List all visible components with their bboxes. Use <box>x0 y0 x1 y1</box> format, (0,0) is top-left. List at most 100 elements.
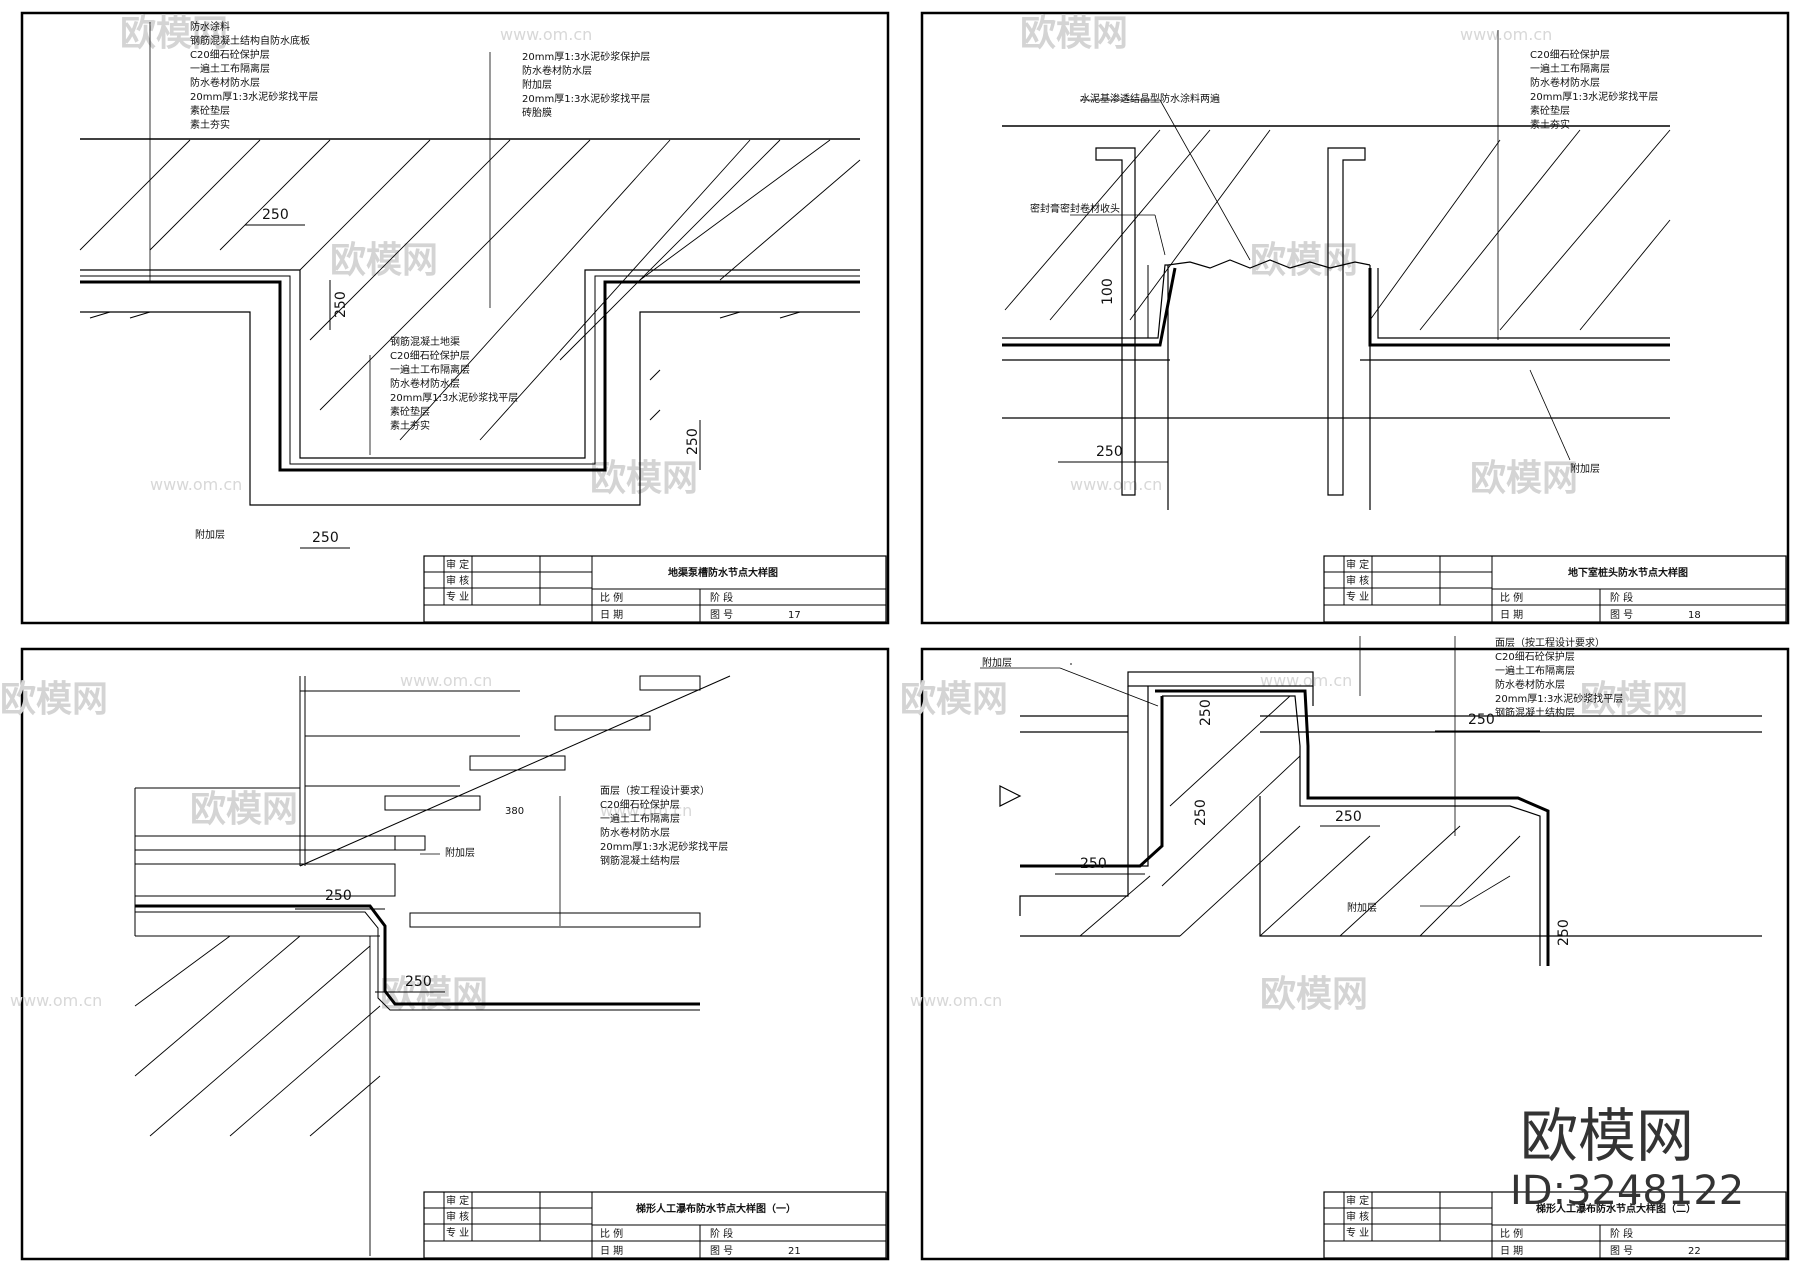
layer-label: 20mm厚1:3水泥砂浆保护层 <box>522 50 650 63</box>
tb-row: 审 核 <box>446 574 469 587</box>
tb-row: 审 核 <box>1346 574 1369 587</box>
layer-label: 附加层 <box>1570 462 1600 475</box>
tb-stage: 阶 段 <box>1610 1227 1633 1240</box>
dimension-label: 100 <box>1100 278 1116 305</box>
title-block: 审 定 审 核 专 业 梯形人工瀑布防水节点大样图（二） 比 例 阶 段 日 期… <box>1323 1191 1787 1259</box>
sheet-border <box>920 647 1790 1261</box>
tb-scale: 比 例 <box>1500 591 1523 604</box>
dimension-label: 250 <box>1468 712 1495 728</box>
layer-label: 防水卷材防水层 <box>1495 678 1565 691</box>
watermark-logo: 欧模网 <box>1250 240 1358 281</box>
dimension-label: 380 <box>505 806 524 817</box>
concrete-hatch <box>79 139 861 441</box>
tb-row: 审 定 <box>446 1194 469 1207</box>
watermark-logo: 欧模网 <box>1580 679 1688 720</box>
tb-scale: 比 例 <box>600 591 623 604</box>
drawing-sheet-21: 欧模网 www.om.cn 欧模网 欧模网 www.om.cn www.om.c… <box>0 647 890 1261</box>
layer-labels-left: 防水涂料 钢筋混凝土结构自防水底板 C20细石砼保护层 一遍土工布隔离层 防水卷… <box>190 20 318 131</box>
watermark-logo: 欧模网 <box>120 13 228 54</box>
layer-label: 防水卷材防水层 <box>522 64 592 77</box>
layer-label: 一遍土工布隔离层 <box>600 812 680 825</box>
dimension-label: 250 <box>405 974 432 990</box>
drawing-title: 地渠泵槽防水节点大样图 <box>668 566 778 579</box>
layer-label: C20细石砼保护层 <box>1530 48 1610 61</box>
watermark-id: ID:3248122 <box>1510 1168 1744 1214</box>
watermark-url: www.om.cn <box>600 801 692 820</box>
layer-labels-mid: 钢筋混凝土地渠 C20细石砼保护层 一遍土工布隔离层 防水卷材防水层 20mm厚… <box>390 335 518 432</box>
tb-row: 专 业 <box>1346 1226 1369 1239</box>
layer-label: 面层（按工程设计要求） <box>600 784 710 797</box>
tb-no-label: 图 号 <box>710 609 733 621</box>
layer-label: 防水卷材防水层 <box>1530 76 1600 89</box>
watermark-url: www.om.cn <box>400 671 492 690</box>
layer-label: 一遍土工布隔离层 <box>1495 664 1575 677</box>
layer-label: 附加层 <box>195 528 225 541</box>
layer-label: 20mm厚1:3水泥砂浆找平层 <box>190 90 318 103</box>
dimension-label: 250 <box>1080 856 1107 872</box>
sheet-border <box>920 11 1790 625</box>
dimension-label: 250 <box>262 207 289 223</box>
dimension-label: 250 <box>1096 444 1123 460</box>
layer-label: 钢筋混凝土结构层 <box>1495 706 1575 719</box>
tb-row: 审 核 <box>446 1210 469 1223</box>
layer-label: 防水涂料 <box>190 20 230 33</box>
tb-row: 审 定 <box>1346 558 1369 571</box>
drawing-title: 地下室桩头防水节点大样图 <box>1568 566 1688 579</box>
tb-date: 日 期 <box>1500 609 1523 621</box>
dimension-label: 250 <box>325 888 352 904</box>
title-block: 审 定 审 核 专 业 梯形人工瀑布防水节点大样图（一） 比 例 阶 段 日 期… <box>423 1191 887 1259</box>
tb-no-label: 图 号 <box>1610 1245 1633 1257</box>
tb-no-label: 图 号 <box>710 1245 733 1257</box>
layer-label: C20细石砼保护层 <box>600 798 680 811</box>
watermark-url: www.om.cn <box>1070 475 1162 494</box>
dimension-label: 250 <box>1193 799 1209 826</box>
layer-label: 20mm厚1:3水泥砂浆找平层 <box>600 840 728 853</box>
watermark-logo: 欧模网 <box>1470 458 1578 499</box>
layer-label: 20mm厚1:3水泥砂浆找平层 <box>1495 692 1623 705</box>
drawing-sheet-22: 欧模网 www.om.cn 欧模网 欧模网 www.om.cn 面层（按工程设计… <box>900 636 1790 1261</box>
tb-row: 审 核 <box>1346 1210 1369 1223</box>
watermark-logo: 欧模网 <box>190 789 298 830</box>
layer-label: 素土夯实 <box>390 419 430 432</box>
tb-row: 审 定 <box>446 558 469 571</box>
tb-date: 日 期 <box>600 1245 623 1257</box>
layer-label: 素砼垫层 <box>190 104 230 117</box>
layer-label: 20mm厚1:3水泥砂浆找平层 <box>390 391 518 404</box>
layer-label: 面层（按工程设计要求） <box>1495 636 1605 649</box>
watermark-url: www.om.cn <box>1260 671 1352 690</box>
drawing-title: 梯形人工瀑布防水节点大样图（一） <box>636 1202 796 1215</box>
layer-label: 附加层 <box>445 846 475 859</box>
title-block: 审 定 审 核 专 业 地下室桩头防水节点大样图 比 例 阶 段 日 期 图 号… <box>1323 555 1787 623</box>
layer-labels: 面层（按工程设计要求） C20细石砼保护层 一遍土工布隔离层 防水卷材防水层 2… <box>1495 636 1623 719</box>
tb-no-label: 图 号 <box>1610 609 1633 621</box>
layer-label: 素土夯实 <box>190 118 230 131</box>
tb-row: 专 业 <box>446 1226 469 1239</box>
dimension-label: 250 <box>312 530 339 546</box>
layer-label: 防水卷材防水层 <box>190 76 260 89</box>
layer-label: 素土夯实 <box>1530 118 1570 131</box>
layer-label: 20mm厚1:3水泥砂浆找平层 <box>1530 90 1658 103</box>
layer-label: 水泥基渗透结晶型防水涂料两遍 <box>1080 92 1220 105</box>
sheet-border <box>20 647 890 1261</box>
tb-stage: 阶 段 <box>1610 591 1633 604</box>
layer-label: 附加层 <box>522 78 552 91</box>
dimension-label: 250 <box>1198 699 1214 726</box>
layer-label: C20细石砼保护层 <box>390 349 470 362</box>
layer-label: 附加层 <box>1347 901 1377 914</box>
tb-stage: 阶 段 <box>710 591 733 604</box>
layer-label: 20mm厚1:3水泥砂浆找平层 <box>522 92 650 105</box>
watermark-url: www.om.cn <box>910 991 1002 1010</box>
tb-row: 专 业 <box>446 590 469 603</box>
watermark-url: www.om.cn <box>150 475 242 494</box>
sheet-number: 17 <box>788 610 801 621</box>
watermark-url: www.om.cn <box>500 25 592 44</box>
dimension-label: 250 <box>1335 809 1362 825</box>
layer-label: 一遍土工布隔离层 <box>1530 62 1610 75</box>
sheet-border <box>20 11 890 625</box>
layer-label: 钢筋混凝土结构层 <box>600 854 680 867</box>
layer-label: 素砼垫层 <box>1530 104 1570 117</box>
drawing-sheet-17: 欧模网 www.om.cn 欧模网 欧模网 www.om.cn 防水涂料 钢筋混… <box>20 11 890 625</box>
layer-labels-right: C20细石砼保护层 一遍土工布隔离层 防水卷材防水层 20mm厚1:3水泥砂浆找… <box>1530 48 1658 131</box>
title-block: 审 定 审 核 专 业 地渠泵槽防水节点大样图 比 例 阶 段 日 期 图 号 … <box>423 555 887 623</box>
layer-label: 密封膏密封卷材收头 <box>1030 202 1120 215</box>
